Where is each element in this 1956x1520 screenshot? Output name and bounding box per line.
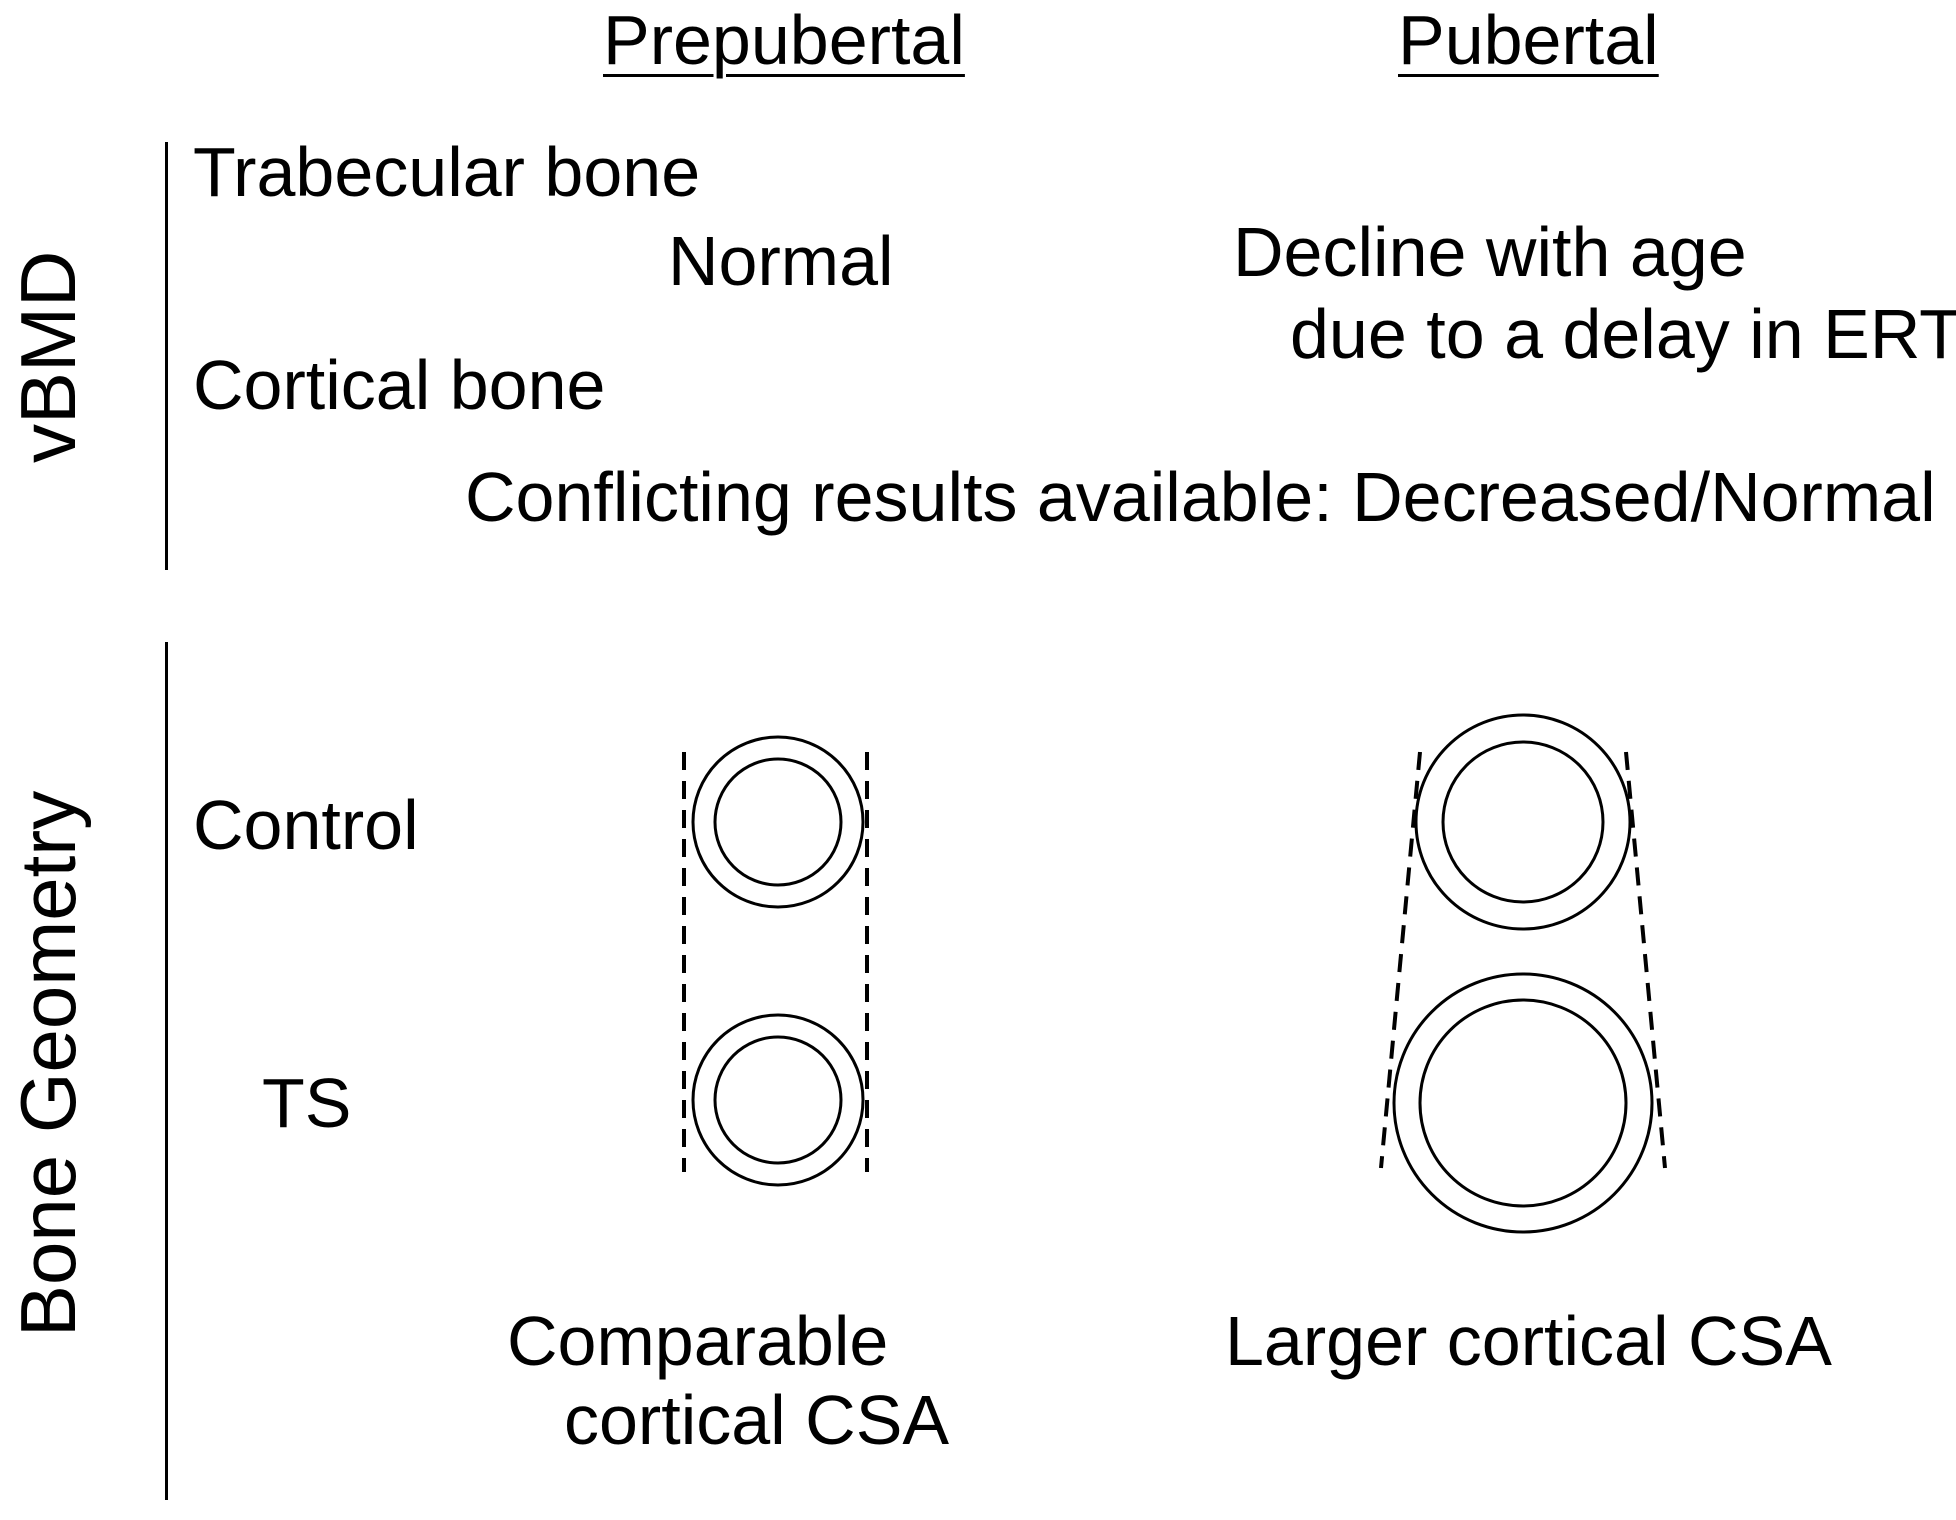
control-row-label: Control — [193, 786, 419, 864]
cortical-bone-label: Cortical bone — [193, 346, 606, 424]
trabecular-pubertal-result-line2: due to a delay in ERT — [1290, 295, 1956, 373]
header-prepubertal: Prepubertal — [603, 1, 965, 79]
pubertal-ts-bone-cross-section — [1392, 972, 1654, 1234]
pubertal-left-dashed-guide — [1379, 751, 1422, 1169]
prepubertal-caption-line2: cortical CSA — [564, 1381, 950, 1459]
prepubertal-control-bone-cross-section — [691, 735, 865, 909]
pubertal-control-inner-circle — [1441, 740, 1605, 904]
header-pubertal: Pubertal — [1398, 1, 1659, 79]
pubertal-caption: Larger cortical CSA — [1225, 1302, 1832, 1380]
cortical-bone-result: Conflicting results available: Decreased… — [465, 458, 1936, 536]
prepubertal-ts-outer-circle — [691, 1013, 865, 1187]
pubertal-control-bone-cross-section — [1414, 713, 1632, 931]
prepubertal-control-inner-circle — [713, 757, 843, 887]
pubertal-right-dashed-guide — [1624, 751, 1667, 1169]
prepubertal-control-outer-circle — [691, 735, 865, 909]
trabecular-pubertal-result-line1: Decline with age — [1233, 213, 1747, 291]
pubertal-control-outer-circle — [1414, 713, 1632, 931]
vbmd-separator-line — [165, 142, 168, 570]
geometry-separator-line — [165, 642, 168, 1500]
prepubertal-ts-bone-cross-section — [691, 1013, 865, 1187]
trabecular-bone-label: Trabecular bone — [193, 133, 701, 211]
ts-row-label: TS — [262, 1064, 352, 1142]
pubertal-ts-inner-circle — [1418, 998, 1628, 1208]
trabecular-prepubertal-result: Normal — [668, 222, 894, 300]
prepubertal-ts-inner-circle — [713, 1035, 843, 1165]
pubertal-ts-outer-circle — [1392, 972, 1654, 1234]
prepubertal-caption-line1: Comparable — [507, 1302, 889, 1380]
